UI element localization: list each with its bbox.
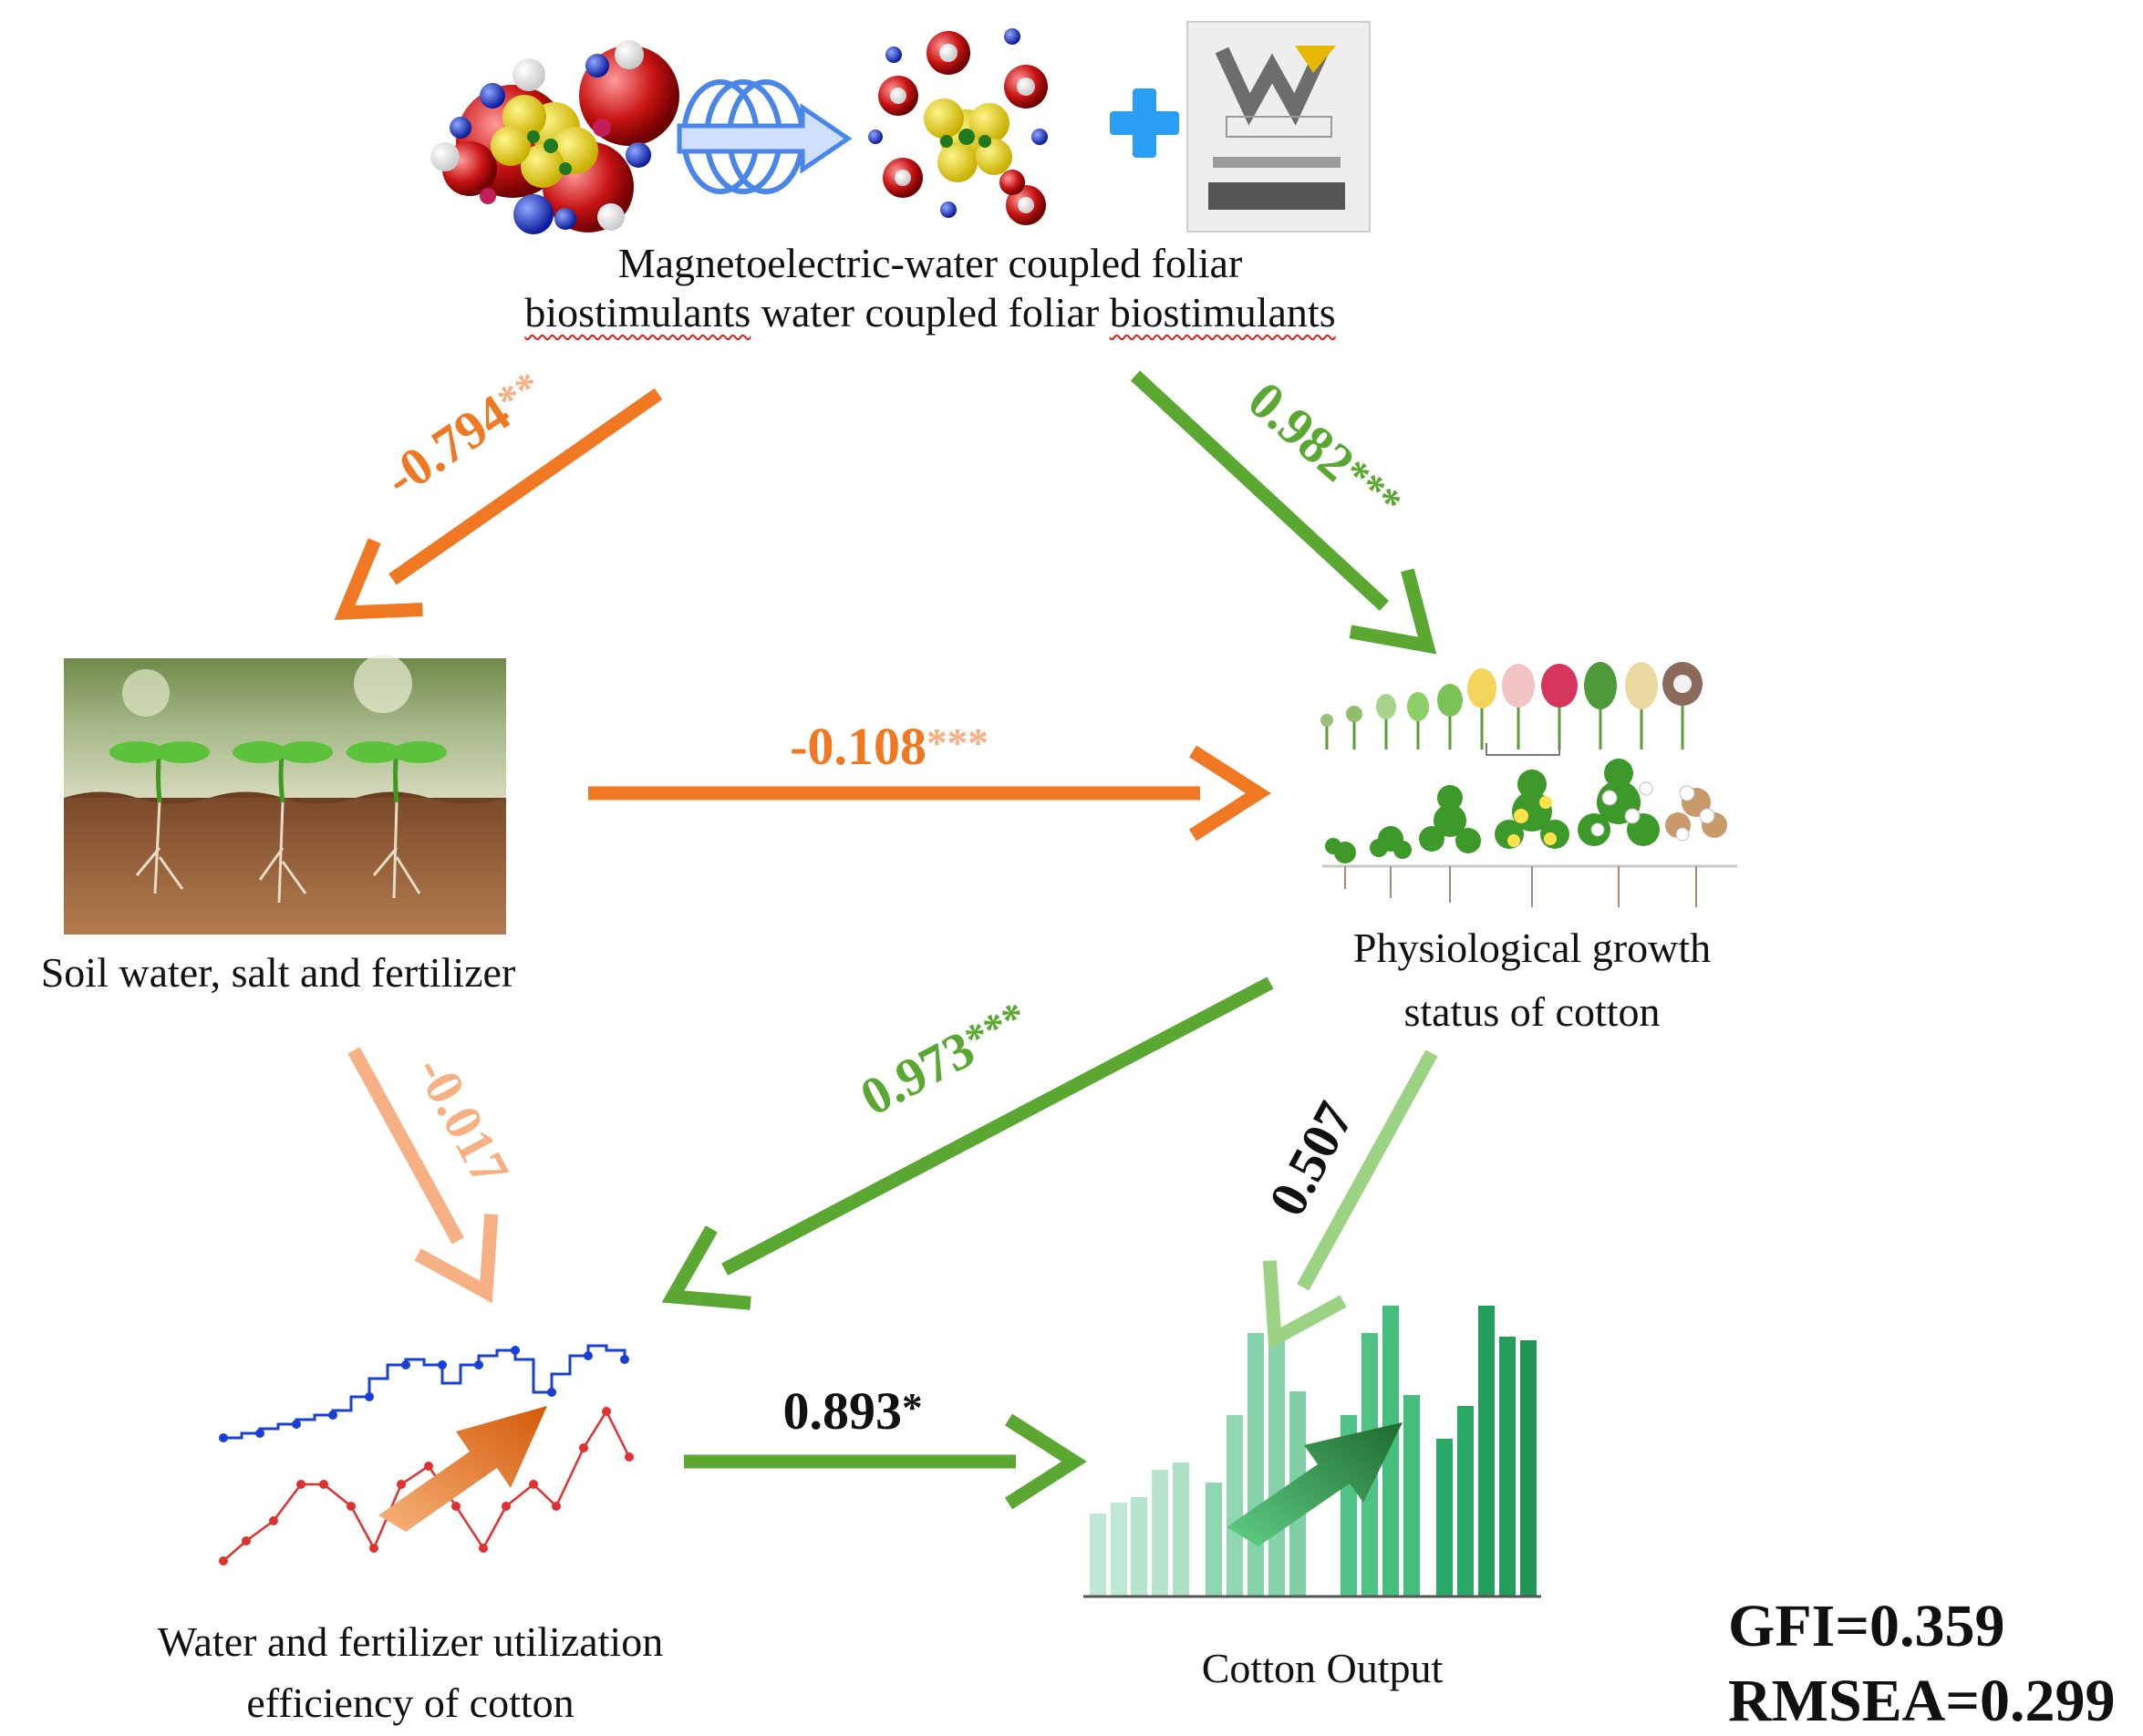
- path-arrowhead-treatment-to-physiology: [1349, 568, 1437, 655]
- treatment-label-word-a: biostimulants: [524, 289, 751, 336]
- path-arrow-physiology-to-efficiency: [721, 976, 1274, 1276]
- path-arrowhead-efficiency-to-output: [1004, 1413, 1087, 1510]
- rising-bar-chart-icon: [1083, 1306, 1541, 1598]
- output-bar-8: [1247, 1333, 1264, 1596]
- treated-molecule-icon: [868, 28, 1048, 225]
- treatment-label: Magnetoelectric-water coupled foliar bio…: [410, 239, 1450, 338]
- output-bar-16: [1457, 1406, 1474, 1596]
- coefficient-value: -0.794: [374, 383, 521, 509]
- significance-stars: *: [902, 1385, 923, 1431]
- physiology-label-line2: status of cotton: [1403, 987, 1661, 1035]
- path-arrow-physiology-to-output: [1297, 1049, 1438, 1291]
- path-arrowhead-physiology-to-efficiency: [661, 1225, 751, 1310]
- physiology-label-line1: Physiological growth: [1352, 925, 1712, 971]
- output-bar-1: [1090, 1514, 1106, 1596]
- physiology-label: Physiological growth status of cotton: [1295, 916, 1769, 1044]
- coefficient-value: -0.108: [790, 717, 927, 776]
- cotton-growth-stages-icon: [1320, 662, 1737, 907]
- efficiency-rise-arrow: [378, 1406, 547, 1532]
- output-bar-13: [1382, 1306, 1399, 1596]
- soil-label: Soil water, salt and fertilizer: [40, 949, 516, 996]
- output-bar-18: [1499, 1337, 1516, 1596]
- coefficient-value: 0.893: [782, 1381, 902, 1441]
- output-bar-7: [1227, 1415, 1243, 1596]
- path-arrow-treatment-to-soil: [388, 388, 663, 585]
- path-arrow-treatment-to-physiology: [1130, 370, 1390, 612]
- seedlings-in-soil-icon: [64, 655, 506, 935]
- rising-line-chart-icon: [219, 1344, 634, 1566]
- path-coefficient-physiology-to-efficiency: 0.973***: [851, 990, 1039, 1128]
- path-arrowhead-physiology-to-output: [1262, 1260, 1347, 1350]
- path-arrowhead-soil-to-efficiency: [414, 1214, 499, 1304]
- gfi-value: GFI=0.359: [1728, 1593, 2005, 1659]
- efficiency-label: Water and fertilizer utilization efficie…: [91, 1612, 730, 1733]
- path-coefficient-treatment-to-physiology: 0.982***: [1237, 370, 1413, 533]
- magnetic-coil-arrow-icon: [677, 79, 853, 194]
- output-bar-14: [1403, 1395, 1420, 1596]
- path-coefficient-efficiency-to-output: 0.893*: [782, 1381, 922, 1441]
- treatment-label-word-c: biostimulants: [1109, 289, 1336, 336]
- output-bar-17: [1478, 1306, 1495, 1596]
- output-bar-6: [1206, 1483, 1222, 1596]
- output-bar-19: [1520, 1340, 1537, 1596]
- output-bar-4: [1152, 1470, 1168, 1596]
- output-bar-5: [1173, 1462, 1189, 1596]
- treatment-label-word-b: water coupled foliar: [751, 289, 1110, 336]
- treatment-label-line2: biostimulants water coupled foliar biost…: [410, 288, 1450, 337]
- path-arrowhead-treatment-to-soil: [334, 538, 423, 620]
- efficiency-label-line1: Water and fertilizer utilization: [157, 1618, 664, 1665]
- output-label: Cotton Output: [1201, 1645, 1444, 1691]
- output-rise-arrow: [1227, 1422, 1403, 1546]
- plus-icon: [1110, 88, 1179, 158]
- treatment-label-line1: Magnetoelectric-water coupled foliar: [617, 240, 1243, 286]
- molecule-cluster-icon: [430, 40, 679, 234]
- efficiency-label-line2: efficiency of cotton: [246, 1679, 575, 1726]
- output-bar-15: [1436, 1439, 1453, 1596]
- output-bar-9: [1268, 1333, 1285, 1596]
- path-arrows: [334, 370, 1438, 1510]
- path-arrow-soil-to-efficiency: [347, 1047, 464, 1245]
- rmsea-value: RMSEA=0.299: [1728, 1668, 2116, 1734]
- path-arrowhead-soil-to-physiology: [1188, 745, 1271, 842]
- output-bar-2: [1111, 1503, 1127, 1596]
- efficiency-blue-line: [223, 1344, 626, 1440]
- path-coefficient-soil-to-physiology: -0.108***: [790, 717, 989, 776]
- significance-stars: ***: [927, 720, 989, 766]
- biostimulant-package-icon: [1186, 21, 1371, 232]
- output-bar-3: [1131, 1497, 1147, 1596]
